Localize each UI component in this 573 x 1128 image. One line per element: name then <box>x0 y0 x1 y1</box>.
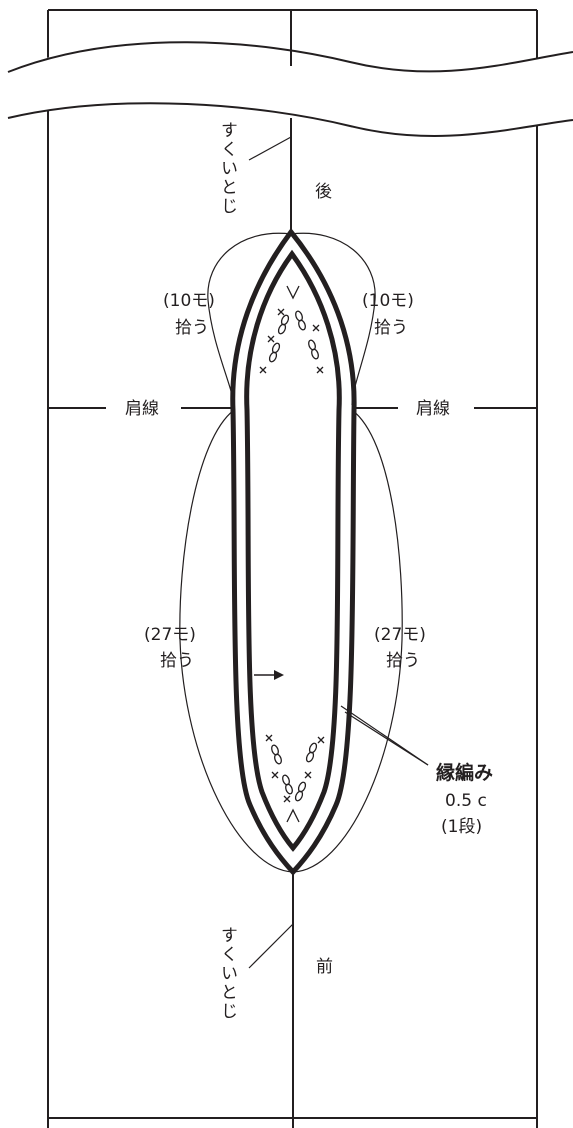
decrease-v-symbol <box>286 808 300 823</box>
label-pickup-back-right-count: (10モ) <box>362 291 414 311</box>
label-shoulder-left: 肩線 <box>125 399 159 419</box>
center-seam <box>290 10 294 1128</box>
label-edging-rows: (1段) <box>441 817 482 837</box>
label-pickup-front-right-action: 拾う <box>386 651 420 671</box>
opening-inner-outline <box>244 249 342 852</box>
break-mark <box>0 42 573 136</box>
label-whip-stitch-bottom: すくいとじ <box>217 926 237 1021</box>
label-pickup-front-left-action: 拾う <box>160 651 194 671</box>
pickup-arcs <box>179 232 403 873</box>
single-crochet-x-symbol <box>259 308 324 374</box>
crochet-symbols-bottom <box>265 734 325 823</box>
single-crochet-x-symbol <box>265 734 325 803</box>
label-pickup-front-left-count: (27モ) <box>144 625 196 645</box>
label-pickup-back-left-count: (10モ) <box>163 291 215 311</box>
label-pickup-front-right-count: (27モ) <box>374 625 426 645</box>
label-front: 前 <box>316 957 333 977</box>
label-edging-title: 縁編み <box>436 761 493 784</box>
label-edging-size: 0.5 c <box>445 791 487 811</box>
label-shoulder-right: 肩線 <box>416 399 450 419</box>
label-whip-stitch-top: すくいとじ <box>217 121 237 216</box>
decrease-v-symbol <box>286 285 300 300</box>
direction-arrow <box>254 670 284 680</box>
fabric-outline <box>47 9 538 1128</box>
break-line-top <box>7 41 573 73</box>
chain-loop-symbol <box>268 310 319 363</box>
label-back: 後 <box>315 182 332 202</box>
chain-loop-symbol <box>271 742 318 802</box>
leader-lines <box>248 136 429 969</box>
break-line-bottom <box>7 102 573 137</box>
label-pickup-back-right-action: 拾う <box>374 318 408 338</box>
label-pickup-back-left-action: 拾う <box>175 318 209 338</box>
crochet-symbols-top <box>259 285 324 374</box>
